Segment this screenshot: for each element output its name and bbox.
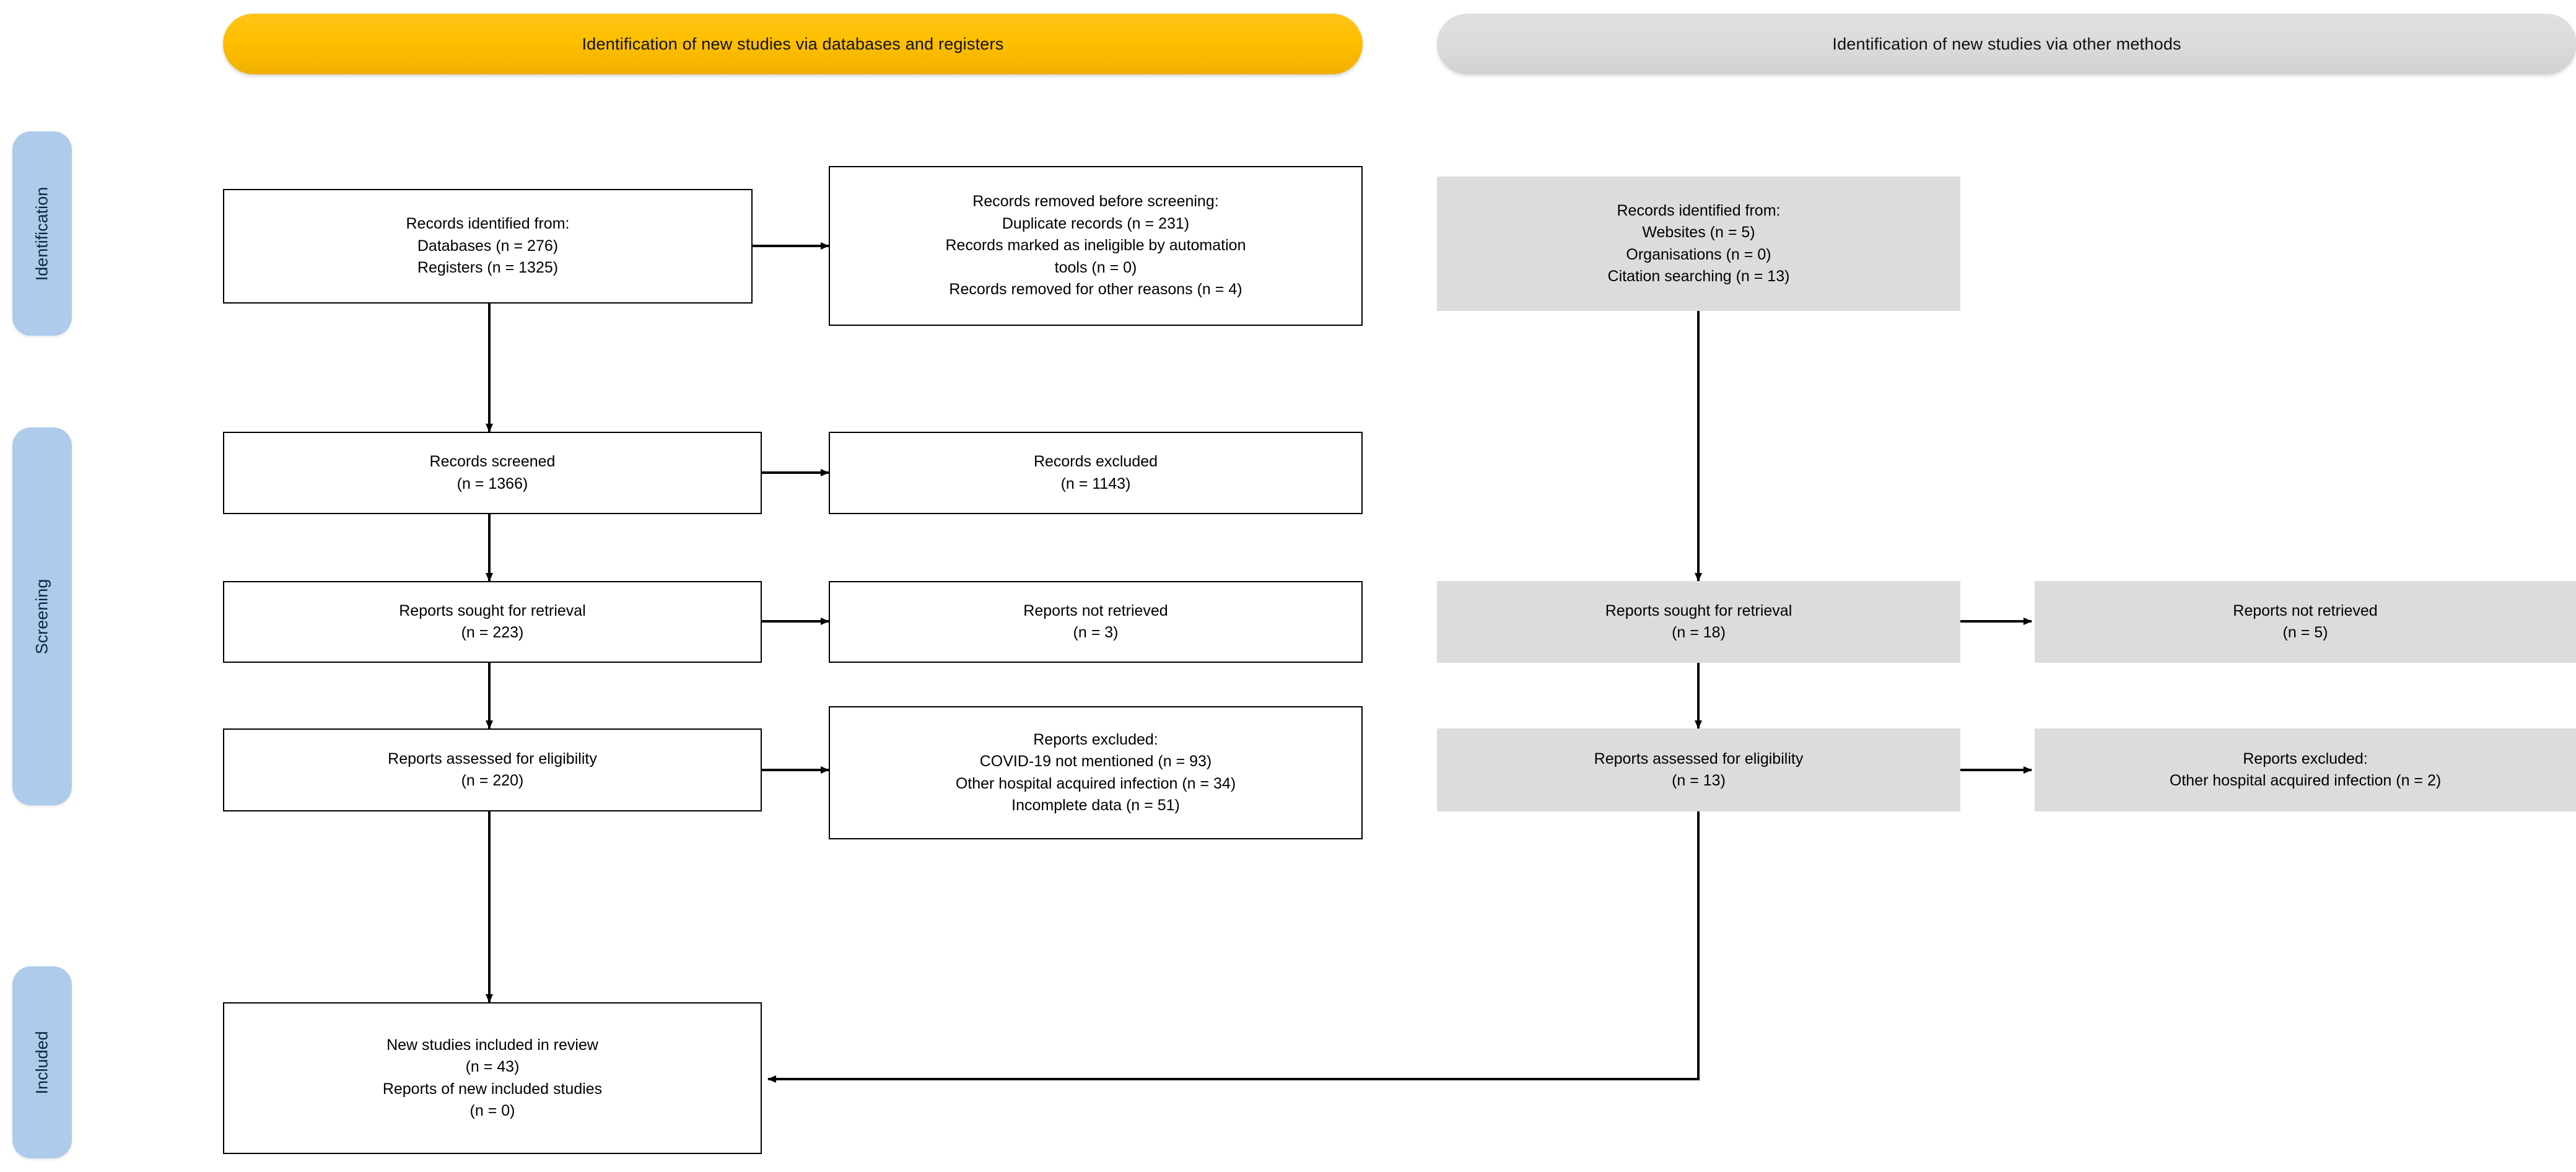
box-reports-excluded: Reports excluded:COVID-19 not mentioned … [829, 706, 1363, 839]
box-other-reports-not-retrieved: Reports not retrieved(n = 5) [2035, 581, 2576, 663]
box-records-screened-text: Records screened(n = 1366) [429, 453, 556, 492]
box-other-reports-sought-text: Reports sought for retrieval(n = 18) [1605, 601, 1792, 642]
box-other-records-identified-text: Records identified from:Websites (n = 5)… [1607, 201, 1790, 286]
stage-tab-screening: Screening [12, 427, 72, 805]
banner-other-label: Identification of new studies via other … [1832, 34, 2181, 53]
box-records-removed: Records removed before screening:Duplica… [829, 166, 1363, 326]
edge-other-assessed-to-included [767, 811, 1700, 1083]
box-reports-sought: Reports sought for retrieval(n = 223) [223, 581, 762, 663]
box-records-identified-text: Records identified from:Databases (n = 2… [406, 215, 570, 277]
box-reports-assessed: Reports assessed for eligibility(n = 220… [223, 728, 762, 811]
box-records-excluded: Records excluded(n = 1143) [829, 432, 1363, 514]
stage-tab-identification: Identification [12, 131, 72, 336]
box-other-reports-assessed-text: Reports assessed for eligibility(n = 13) [1594, 750, 1804, 790]
box-other-reports-assessed: Reports assessed for eligibility(n = 13) [1437, 728, 1960, 811]
box-new-studies-included: New studies included in review(n = 43)Re… [223, 1002, 762, 1154]
stage-tab-included: Included [12, 966, 72, 1158]
stage-tab-screening-label: Screening [32, 579, 51, 654]
box-records-removed-text: Records removed before screening:Duplica… [945, 193, 1246, 299]
box-reports-not-retrieved-text: Reports not retrieved(n = 3) [1023, 601, 1168, 642]
box-records-identified: Records identified from:Databases (n = 2… [223, 189, 753, 304]
box-reports-assessed-text: Reports assessed for eligibility(n = 220… [388, 750, 597, 790]
box-reports-sought-text: Reports sought for retrieval(n = 223) [399, 601, 586, 642]
banner-other-methods: Identification of new studies via other … [1437, 14, 2576, 74]
box-other-reports-excluded: Reports excluded:Other hospital acquired… [2035, 728, 2576, 811]
box-new-studies-included-text: New studies included in review(n = 43)Re… [382, 1036, 603, 1120]
box-other-reports-excluded-text: Reports excluded:Other hospital acquired… [2169, 750, 2442, 790]
box-other-records-identified: Records identified from:Websites (n = 5)… [1437, 177, 1960, 311]
stage-tab-included-label: Included [32, 1030, 51, 1095]
stage-tab-identification-label: Identification [32, 186, 51, 281]
banner-databases-registers: Identification of new studies via databa… [223, 14, 1363, 74]
box-reports-excluded-text: Reports excluded:COVID-19 not mentioned … [955, 730, 1236, 815]
box-reports-not-retrieved: Reports not retrieved(n = 3) [829, 581, 1363, 663]
banner-databases-label: Identification of new studies via databa… [582, 34, 1004, 53]
box-other-reports-sought: Reports sought for retrieval(n = 18) [1437, 581, 1960, 663]
box-other-reports-not-retrieved-text: Reports not retrieved(n = 5) [2233, 601, 2378, 642]
box-records-excluded-text: Records excluded(n = 1143) [1033, 453, 1158, 492]
box-records-screened: Records screened(n = 1366) [223, 432, 762, 514]
